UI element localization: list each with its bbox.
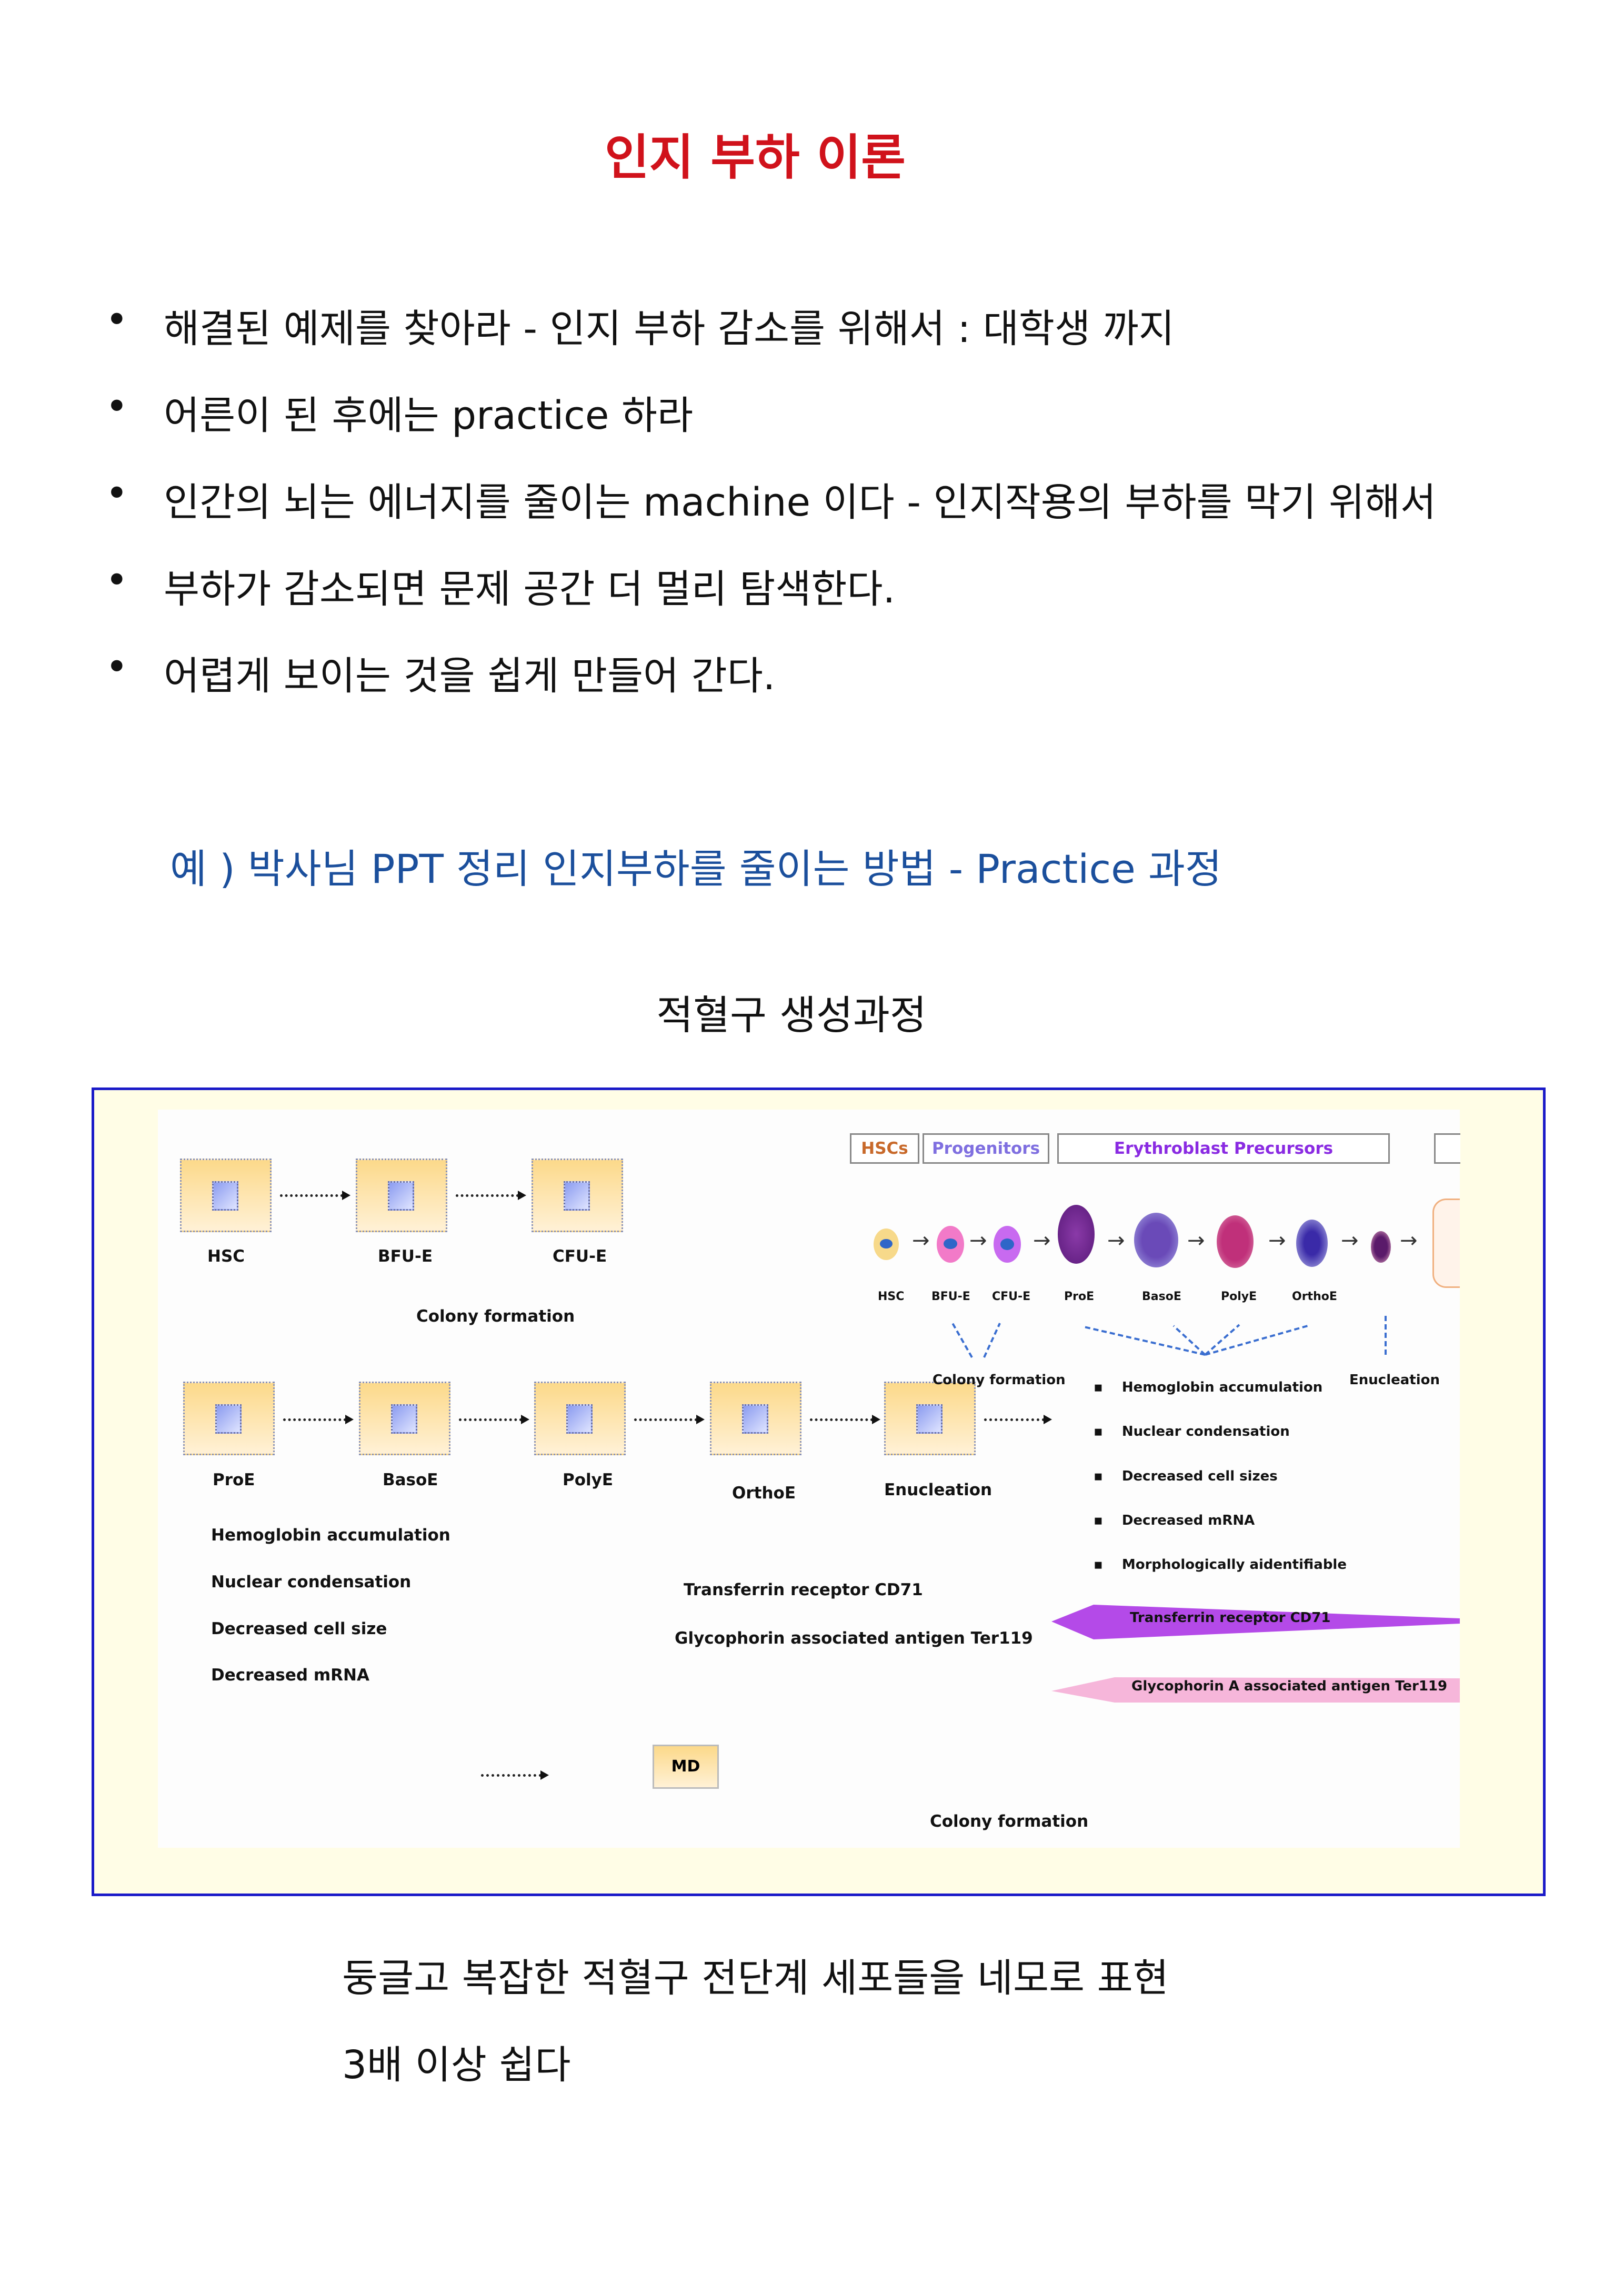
figure-bullet: ▪ Nuclear condensation bbox=[1094, 1424, 1290, 1439]
arrow-icon bbox=[280, 1191, 350, 1200]
marker-text: Transferrin receptor CD71 bbox=[684, 1580, 923, 1599]
cell-enucleating-icon bbox=[1371, 1231, 1391, 1263]
figure-marker-ter119: Glycophorin A associated antigen Ter119 bbox=[1131, 1678, 1448, 1694]
label-bfu-e: BFU-E bbox=[378, 1247, 433, 1266]
arrow-icon: → bbox=[1400, 1228, 1418, 1253]
cell-label: PolyE bbox=[1221, 1290, 1257, 1303]
label-enucleation: Enucleation bbox=[884, 1481, 993, 1499]
arrow-icon bbox=[283, 1415, 354, 1424]
feature-text: Decreased cell size bbox=[211, 1619, 387, 1638]
label-orthoe: OrthoE bbox=[732, 1484, 796, 1503]
label-hsc: HSC bbox=[207, 1247, 245, 1266]
caption-line: 3배 이상 쉽다 bbox=[342, 2042, 571, 2088]
bullet-dot: • bbox=[105, 558, 128, 603]
arrow-icon: → bbox=[912, 1228, 930, 1253]
label-basoe: BasoE bbox=[383, 1471, 438, 1489]
bullet-text: 부하가 감소되면 문제 공간 더 멀리 탐색한다. bbox=[164, 567, 896, 612]
square-cell-polye bbox=[534, 1382, 626, 1455]
cell-bfu-e-icon bbox=[937, 1226, 964, 1263]
arrow-icon bbox=[634, 1415, 705, 1424]
arrow-icon bbox=[456, 1191, 526, 1200]
arrow-icon: → bbox=[1268, 1228, 1286, 1253]
square-cell-orthoe bbox=[710, 1382, 801, 1455]
square-cell-hsc bbox=[180, 1159, 272, 1232]
caption-line: 둥글고 복잡한 적혈구 전단계 세포들을 네모로 표현 bbox=[342, 1956, 1169, 2001]
cell-label: CFU-E bbox=[992, 1290, 1031, 1303]
square-cell-basoe bbox=[359, 1382, 450, 1455]
square-cell-proe bbox=[183, 1382, 275, 1455]
bullet-dot: • bbox=[105, 471, 128, 516]
cell-cfu-e-icon bbox=[994, 1226, 1021, 1263]
arrow-icon: → bbox=[1341, 1228, 1359, 1253]
marker-text: Glycophorin associated antigen Ter119 bbox=[675, 1629, 1033, 1648]
cell-hsc-icon bbox=[874, 1228, 899, 1260]
square-cell-cfu-e bbox=[532, 1159, 623, 1232]
arrow-icon bbox=[459, 1415, 529, 1424]
example-heading: 예 ) 박사님 PPT 정리 인지부하를 줄이는 방법 - Practice 과… bbox=[170, 845, 1222, 892]
bullet-text: 인간의 뇌는 에너지를 줄이는 machine 이다 - 인지작용의 부하를 막… bbox=[164, 480, 1437, 525]
feature-text: Hemoglobin accumulation bbox=[211, 1526, 450, 1545]
arrow-icon: → bbox=[1033, 1228, 1051, 1253]
arrow-icon bbox=[481, 1770, 549, 1780]
label-proe: ProE bbox=[213, 1471, 255, 1489]
cell-rbc-icon bbox=[1432, 1199, 1460, 1288]
label-polye: PolyE bbox=[563, 1471, 614, 1489]
cell-basoe-icon bbox=[1134, 1213, 1178, 1267]
cell-label: ProE bbox=[1064, 1290, 1095, 1303]
cell-label: HSC bbox=[878, 1290, 905, 1303]
figure-marker-cd71: Transferrin receptor CD71 bbox=[1130, 1610, 1331, 1626]
figure-bullet: ▪ Hemoglobin accumulation bbox=[1094, 1379, 1323, 1395]
figure-bullet: ▪ Morphologically aidentifiable bbox=[1094, 1557, 1347, 1573]
bullet-dot: • bbox=[105, 297, 128, 343]
bullet-text: 어렵게 보이는 것을 쉽게 만들어 간다. bbox=[164, 653, 776, 699]
cell-label: BFU-E bbox=[931, 1290, 970, 1303]
arrow-icon: → bbox=[1187, 1228, 1205, 1253]
header-hscs: HSCs bbox=[850, 1133, 919, 1164]
dashed-arrows bbox=[951, 1315, 1387, 1358]
diagram-title: 적혈구 생성과정 bbox=[656, 992, 927, 1039]
cell-polye-icon bbox=[1217, 1215, 1254, 1268]
arrow-icon: → bbox=[1107, 1228, 1125, 1253]
arrow-icon bbox=[810, 1415, 880, 1424]
arrow-icon: → bbox=[969, 1228, 987, 1253]
label-colony-formation: Colony formation bbox=[416, 1307, 575, 1326]
md-box: MD bbox=[653, 1745, 719, 1789]
header-box-partial bbox=[1434, 1133, 1460, 1164]
header-progenitors: Progenitors bbox=[923, 1133, 1049, 1164]
cell-orthoe-icon bbox=[1296, 1220, 1328, 1267]
arrow-icon bbox=[984, 1415, 1052, 1424]
label-cfu-e: CFU-E bbox=[553, 1247, 607, 1266]
bullet-dot: • bbox=[105, 645, 128, 690]
bullet-text: 해결된 예제를 찾아라 - 인지 부하 감소를 위해서 : 대학생 까지 bbox=[164, 306, 1175, 351]
bullet-dot: • bbox=[105, 384, 128, 429]
cell-label: OrthoE bbox=[1292, 1290, 1337, 1303]
cell-label: BasoE bbox=[1142, 1290, 1181, 1303]
feature-text: Decreased mRNA bbox=[211, 1666, 369, 1685]
figure-bullet: ▪ Decreased cell sizes bbox=[1094, 1468, 1278, 1484]
figure-bullet: ▪ Decreased mRNA bbox=[1094, 1513, 1255, 1528]
square-cell-bfu-e bbox=[356, 1159, 447, 1232]
cell-proe-icon bbox=[1058, 1205, 1095, 1264]
page-title: 인지 부하 이론 bbox=[605, 129, 906, 186]
feature-text: Nuclear condensation bbox=[211, 1573, 412, 1592]
square-cell-enucleation bbox=[884, 1382, 976, 1455]
figure-enucleation: Enucleation bbox=[1349, 1372, 1440, 1388]
label-colony-formation: Colony formation bbox=[930, 1812, 1089, 1831]
bullet-text: 어른이 된 후에는 practice 하라 bbox=[164, 393, 694, 438]
figure-colony-formation: Colony formation bbox=[933, 1372, 1066, 1388]
marker-gradient-bars bbox=[1051, 1605, 1460, 1703]
header-erythroblast-precursors: Erythroblast Precursors bbox=[1057, 1133, 1390, 1164]
